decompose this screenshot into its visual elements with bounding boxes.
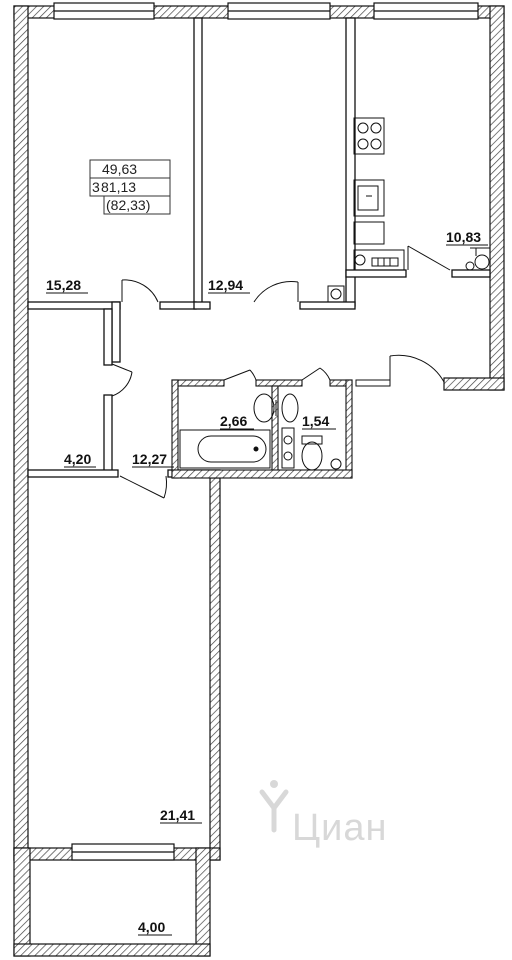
windows [53, 2, 479, 861]
room-labels: 15,28 12,94 10,83 4,20 12,27 2,66 1,54 2… [46, 229, 488, 936]
bathtub-icon [179, 429, 271, 469]
living-room-area: 21,41 [160, 807, 195, 823]
toilet-area: 1,54 [302, 413, 329, 429]
storage-area: 4,20 [64, 451, 91, 467]
living-area-value: 49,63 [102, 161, 137, 177]
doors [111, 245, 451, 499]
bedroom-2-area: 12,94 [208, 277, 243, 293]
watermark-text: Циан [292, 807, 387, 849]
sink-icon [353, 179, 385, 217]
stove-icon [353, 117, 385, 155]
bedroom-1-area: 15,28 [46, 277, 81, 293]
balcony-area: 4,00 [138, 919, 165, 935]
interior-walls [27, 17, 491, 478]
washing-machine-icon [353, 249, 405, 271]
hallway-area: 12,27 [132, 451, 167, 467]
area-with-balcony-value: (82,33) [106, 197, 150, 213]
counter [353, 221, 385, 245]
exterior-walls [13, 5, 505, 957]
total-prefix: 3 [92, 179, 100, 195]
bathroom-walls [171, 379, 353, 479]
boiler-icon [465, 247, 490, 271]
riser-icon [327, 285, 345, 303]
pipes [281, 427, 295, 469]
watermark-logo: Циан [259, 780, 387, 849]
area-summary: 49,63 3 81,13 (82,33) [89, 159, 171, 215]
toilet-icon [301, 435, 323, 471]
kitchen-area: 10,83 [446, 229, 481, 245]
floor-drain-icon [330, 458, 342, 470]
bathroom-area: 2,66 [220, 413, 247, 429]
washbasin-icon [253, 393, 299, 423]
total-area-value: 81,13 [101, 179, 136, 195]
